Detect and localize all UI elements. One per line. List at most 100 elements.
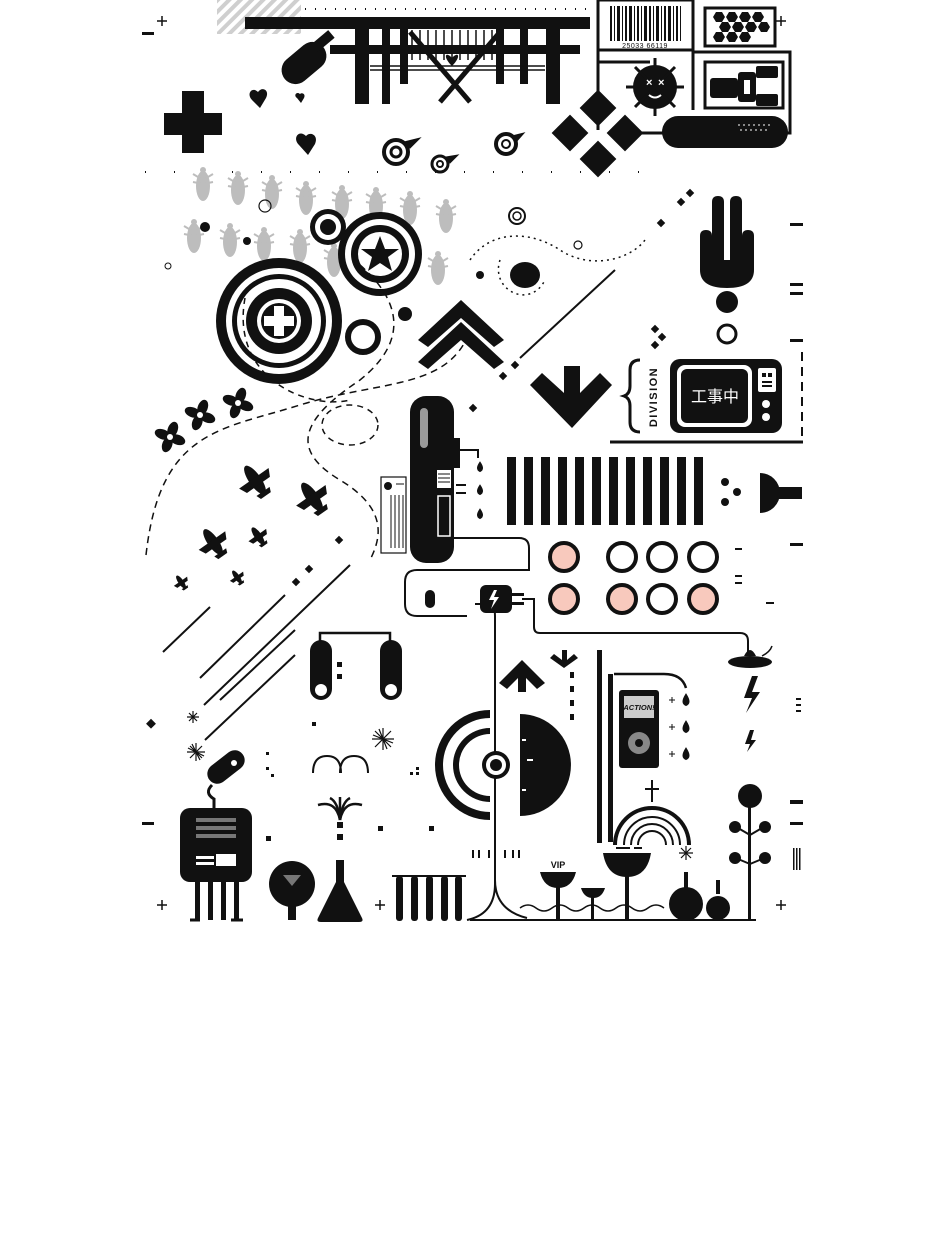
ring-medium [310, 209, 346, 245]
scatter-squares [266, 722, 434, 841]
pinwheel-icon [222, 387, 254, 419]
round-button [606, 583, 638, 615]
diagonal-strokes [162, 564, 351, 741]
button-grid [548, 541, 719, 615]
cup-label: VIP [551, 860, 566, 870]
hexagon-grid-icon [703, 6, 777, 48]
side-label: DIVISION [648, 367, 660, 427]
chevron-up-icon [418, 300, 504, 369]
division-label: DIVISION [619, 358, 660, 434]
round-button [687, 541, 719, 573]
star-badge-icon [338, 212, 422, 296]
barcode-mini [793, 848, 801, 870]
barcode-icon: 25033 66119 [596, 0, 695, 52]
pen-cap-icon [281, 30, 335, 85]
arrow-down-icon [530, 366, 612, 428]
round-button [548, 583, 580, 615]
arrow-down-small-icon [550, 650, 578, 668]
bug-icon [192, 167, 214, 201]
tv-icon: 工事中 [670, 359, 782, 433]
bar-stripe [575, 457, 584, 525]
plane-icon [173, 575, 189, 591]
pinwheel-icon [154, 421, 186, 453]
bridge-icon [245, 17, 590, 104]
ring-small [345, 319, 381, 355]
bar-stripe [558, 457, 567, 525]
flask-icon [317, 860, 363, 922]
vertical-bars [507, 457, 703, 525]
bird-flock [173, 465, 328, 591]
plane-icon [229, 570, 245, 586]
tick-marks [472, 850, 520, 858]
robot-icon [703, 60, 785, 110]
flight-paths [145, 235, 646, 561]
svg-text:×: × [646, 77, 652, 89]
bar-stripe [541, 457, 550, 525]
heart-icon [249, 89, 317, 155]
sparkle-icons [187, 711, 693, 860]
device-pill-icon [662, 116, 788, 148]
plane-icon [296, 482, 328, 517]
bug-icon [219, 223, 241, 257]
mouse-icon [728, 645, 773, 668]
wave-line [519, 904, 665, 912]
headphones-icon [310, 631, 402, 700]
bug-icon [331, 185, 353, 219]
svg-text:×: × [658, 77, 664, 89]
bar-stripe [626, 457, 635, 525]
mp3-player-icon: ACTION! [597, 650, 690, 843]
scatter-dots [164, 199, 583, 321]
test-tubes-icon [392, 875, 466, 921]
cactus-icon [700, 196, 754, 345]
plane-icon [248, 527, 268, 548]
dot-triangle [721, 478, 741, 506]
plus-icon [164, 91, 222, 153]
plane-icon [239, 465, 271, 500]
corner-marks [157, 16, 786, 910]
comet-icons [382, 132, 526, 174]
dash-column [570, 672, 574, 720]
plug-icon [480, 585, 524, 613]
arc-pair [312, 754, 369, 774]
pinwheel-flowers [154, 387, 254, 453]
diagonal-line [519, 269, 616, 359]
plane-icon [198, 529, 228, 560]
bar-stripe [507, 457, 516, 525]
arrow-up-icon [499, 660, 545, 692]
bug-icon [435, 199, 457, 233]
target-icon [216, 258, 342, 384]
bug-icon [183, 219, 205, 253]
bar-stripe [609, 457, 618, 525]
tag-icon [380, 476, 407, 554]
balloon-icon [269, 861, 315, 920]
round-button [646, 583, 678, 615]
bar-stripe [643, 457, 652, 525]
bar-stripe [694, 457, 703, 525]
roller-box-icon [180, 750, 252, 922]
bug-icon [427, 251, 449, 285]
bar-stripe [524, 457, 533, 525]
cup-icons: VIP [540, 847, 651, 920]
bug-icon [295, 181, 317, 215]
round-button [646, 541, 678, 573]
bar-stripe [660, 457, 669, 525]
tv-text: 工事中 [691, 388, 739, 406]
lightning-icon [744, 676, 760, 713]
lightning-small-icon [745, 730, 756, 752]
bug-icon [261, 175, 283, 209]
bomb-icons [669, 872, 730, 921]
fountain-icon [317, 796, 363, 840]
pinwheel-icon [184, 399, 216, 431]
bar-stripe [592, 457, 601, 525]
bug-icon [227, 171, 249, 205]
round-button [548, 541, 580, 573]
mp3-screen-text: ACTION! [622, 703, 655, 712]
pen-icon [410, 396, 483, 563]
rainbow-icon [613, 780, 691, 846]
round-button [687, 583, 719, 615]
tree-icon [729, 784, 771, 920]
gauge-icon [435, 710, 571, 820]
barcode-number: 25033 66119 [622, 43, 668, 50]
virus-icon: × × [626, 58, 684, 116]
